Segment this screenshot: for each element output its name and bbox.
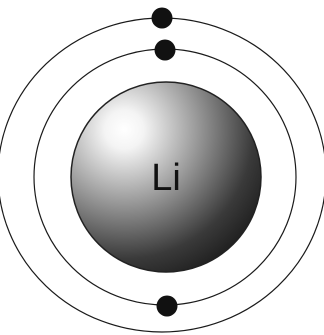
electron-inner-bottom [157,296,178,317]
element-symbol: Li [151,157,181,199]
electron-inner-top [155,40,176,61]
electron-outer-top [152,8,173,29]
